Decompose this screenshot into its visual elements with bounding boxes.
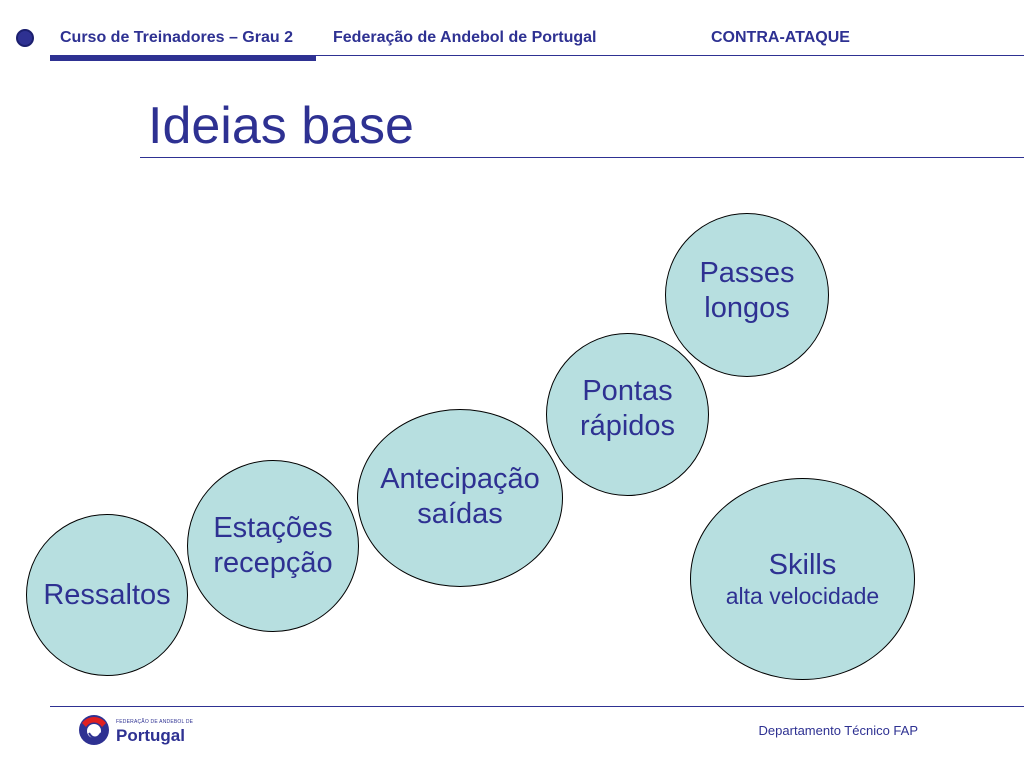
bubble-estacoes-recepcao: Estações recepção	[187, 460, 359, 632]
bubble-sublabel: recepção	[213, 547, 333, 579]
bubble-passes-longos: Passes longos	[665, 213, 829, 377]
bubble-ressaltos: Ressaltos	[26, 514, 188, 676]
bubble-sublabel: rápidos	[579, 409, 676, 442]
logo-caption: FEDERAÇÃO DE ANDEBOL DE	[116, 719, 194, 725]
bubble-label: Passes	[699, 257, 795, 289]
fap-logo: FEDERAÇÃO DE ANDEBOL DE Portugal	[76, 711, 194, 751]
bubble-label: Pontas	[582, 375, 673, 407]
handball-logo-icon	[79, 715, 109, 745]
bubble-label: Skills	[768, 548, 837, 581]
bubble-label: Estações	[213, 512, 333, 545]
footer-department: Departamento Técnico FAP	[758, 723, 918, 738]
bubble-sublabel: longos	[704, 291, 790, 324]
slide-title: Ideias base	[148, 97, 414, 155]
bubble-label: Antecipação	[380, 463, 540, 495]
bubble-label: Ressaltos	[43, 578, 171, 611]
header-rule-thick	[50, 55, 316, 61]
bubble-antecipacao-saidas: Antecipação saídas	[357, 409, 563, 587]
header-rule-thin	[316, 55, 1024, 56]
bubble-skills: Skills alta velocidade	[690, 478, 915, 680]
header-federation: Federação de Andebol de Portugal	[333, 29, 597, 46]
title-underline	[140, 157, 1024, 158]
bubble-pontas-rapidos: Pontas rápidos	[546, 333, 709, 496]
footer-rule	[50, 706, 1024, 707]
header-topic: CONTRA-ATAQUE	[711, 29, 850, 46]
header-course: Curso de Treinadores – Grau 2	[60, 29, 293, 46]
logo-wordmark: Portugal	[116, 726, 185, 745]
bubble-sublabel: saídas	[417, 497, 503, 530]
bubble-sublabel: alta velocidade	[725, 582, 880, 609]
header-bullet-icon	[16, 29, 34, 47]
